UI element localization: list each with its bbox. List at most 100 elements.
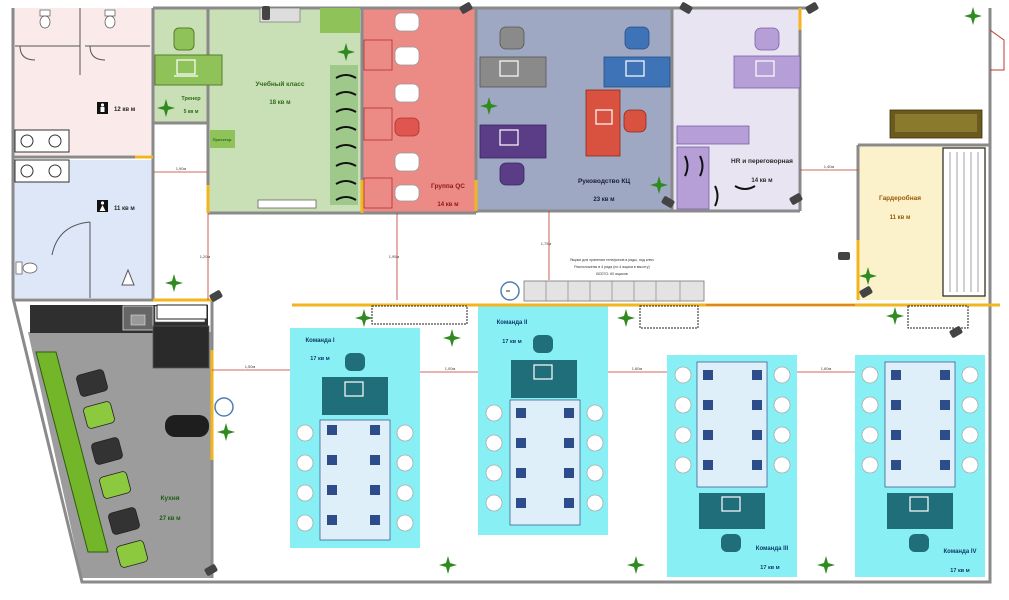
plant-icon: [217, 423, 235, 441]
outer-wall: [11, 8, 992, 584]
doors: [135, 8, 1000, 460]
plant-icon: [964, 7, 982, 25]
hr-room: HR и переговорная 14 кв м: [676, 27, 801, 210]
plant-icon: [817, 556, 835, 574]
kc-area: 23 кв м: [593, 197, 615, 203]
dim-3: 1,50м: [245, 364, 256, 369]
urinal-icon: [121, 268, 135, 286]
plant-icon: [886, 307, 904, 325]
camera-icon: [838, 252, 850, 260]
chair-icon: [533, 335, 553, 353]
camera-icon: [661, 196, 675, 208]
wc-top: 12 кв м: [14, 8, 150, 153]
trainer-name: Тренер: [181, 96, 201, 102]
wc-bottom-area: 11 кв м: [114, 206, 135, 212]
chair-icon: [909, 534, 929, 552]
dimension-lines: [154, 169, 858, 373]
team2-name: Команда II: [497, 320, 528, 326]
sink-icon: [14, 159, 70, 183]
chair-icon: [754, 27, 780, 51]
plant-icon: [439, 556, 457, 574]
qc-area: 14 кв м: [437, 202, 459, 208]
storage-note-3: ВСЕГО: 60 ящиков: [596, 272, 627, 276]
dim-8: 1,60м: [821, 366, 832, 371]
hr-area: 14 кв м: [751, 178, 773, 184]
team1-name: Команда I: [305, 338, 334, 344]
kc-room: Руководство КЦ 23 кв м: [479, 26, 671, 203]
trainer-room: Тренер 5 кв м: [154, 27, 223, 115]
qc-desks: [363, 39, 393, 209]
wc-bottom: 11 кв м: [14, 159, 135, 298]
dim-1: 1,90м: [176, 166, 187, 171]
workstations: [696, 361, 768, 488]
plant-icon: [617, 309, 635, 327]
plant-icon: [627, 556, 645, 574]
chairs: [296, 424, 414, 532]
dim-5: 1,00м: [445, 366, 456, 371]
qc-room: Группа QC 14 кв м: [363, 12, 465, 209]
camera-icon: [789, 193, 803, 205]
camera-icon: [262, 6, 270, 20]
workstations: [319, 419, 391, 541]
classroom-name: Учебный класс: [256, 80, 305, 88]
team3-area: 17 кв м: [760, 565, 779, 571]
entry-door: [989, 29, 1005, 71]
kitchen-chairs: [76, 369, 148, 568]
kitchen-name: Кухня: [161, 495, 180, 502]
desk-icon: [585, 89, 621, 157]
chair-icon: [173, 27, 195, 51]
storage-note-1: Ящики для хранения телефонов в ряды, под…: [570, 258, 654, 262]
camera-icon: [679, 2, 693, 14]
toilet-icon: [39, 9, 116, 29]
chair-icon: [624, 26, 650, 50]
toilet-icon: [15, 261, 38, 275]
team4: Команда IV 17 кв м: [861, 361, 979, 574]
sofa: [165, 415, 209, 437]
team2: Команда II 17 кв м: [485, 320, 604, 526]
wardrobe-room: Гардеробная 11 кв м: [879, 109, 986, 297]
desk-icon: [603, 56, 671, 88]
workstations: [884, 361, 956, 488]
chair-icon: [394, 117, 420, 137]
dim-2: 1,20м: [200, 254, 211, 259]
team1-area: 17 кв м: [310, 356, 329, 362]
plant-icon: [337, 43, 355, 61]
plant-icon: [480, 97, 498, 115]
chairs: [861, 366, 979, 474]
clock-icon: [214, 397, 234, 417]
camera-icon: [459, 2, 473, 14]
team3-name: Команда III: [756, 546, 789, 552]
wc-bottom-sign: 11 кв м: [97, 200, 135, 212]
classroom-area: 18 кв м: [269, 100, 291, 106]
kc-name: Руководство КЦ: [578, 178, 630, 185]
plant-icon: [859, 267, 877, 285]
plant-icon: [650, 176, 668, 194]
qc-name: Группа QC: [431, 183, 465, 190]
team2-area: 17 кв м: [502, 339, 521, 345]
dim-7: 1,80м: [632, 366, 643, 371]
camera-icon: [859, 286, 873, 298]
camera-icon: [805, 2, 819, 14]
wc-top-sign: 12 кв м: [97, 102, 136, 114]
storage-note-2: Расположены в 4 ряда (по 4 ящика в высот…: [574, 265, 649, 269]
wardrobe-area: 11 кв м: [890, 215, 911, 221]
classroom-chairs: [335, 74, 357, 201]
camera-icon: [949, 326, 963, 338]
chair-icon: [345, 353, 365, 371]
kitchen: Кухня 27 кв м: [30, 305, 210, 568]
dim-6: 1,75м: [541, 241, 552, 246]
desk-icon: [479, 56, 547, 88]
storage-row: [523, 280, 705, 302]
chair-icon: [623, 109, 647, 133]
wardrobe-name: Гардеробная: [879, 194, 921, 202]
plant-icon: [157, 99, 175, 117]
camera-icons: [204, 2, 963, 576]
dim-9: 1,40м: [824, 164, 835, 169]
dim-4: 1,95м: [389, 254, 400, 259]
chair-icon: [499, 162, 525, 186]
room-fills: [13, 8, 986, 578]
camera-icon: [204, 564, 218, 576]
sink-icon: [14, 129, 70, 153]
dimension-labels: 1,90м 1,20м 1,50м 1,95м 1,00м 1,75м 1,80…: [176, 164, 835, 371]
team3: Команда III 17 кв м: [674, 361, 791, 571]
